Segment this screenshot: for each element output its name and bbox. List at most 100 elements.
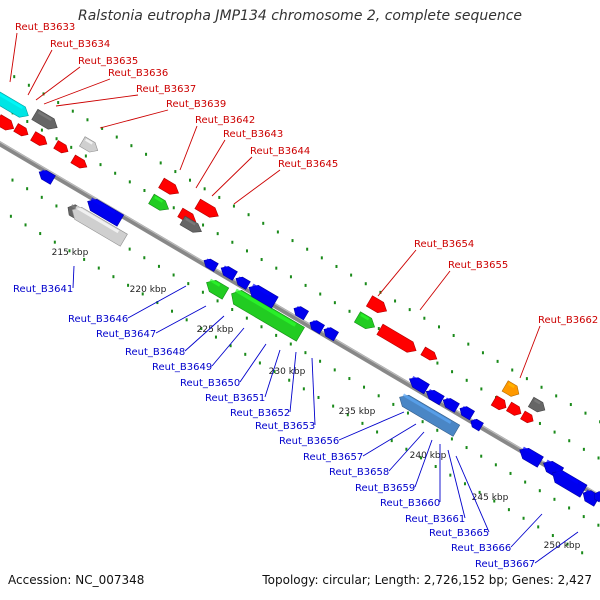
guide-dot — [99, 163, 102, 167]
leader-line — [519, 325, 541, 379]
tick-label: 250 kbp — [544, 541, 581, 551]
guide-dot — [480, 387, 483, 391]
guide-dot — [361, 421, 364, 425]
guide-dot — [289, 275, 292, 279]
gene-forward-red — [0, 114, 15, 131]
guide-dot — [406, 411, 409, 415]
gene-reverse-blue — [293, 306, 309, 321]
guide-dot — [582, 447, 585, 451]
guide-dot — [273, 370, 276, 374]
gene-reverse-steel_blue — [399, 393, 461, 437]
gene-label-forward: Reut_B3639 — [166, 99, 226, 110]
gene-reverse-blue — [248, 283, 279, 309]
guide-dot — [463, 482, 466, 486]
leader-line — [362, 423, 417, 457]
guide-dot — [27, 83, 30, 87]
gene-reverse-blue — [323, 327, 339, 342]
gene-forward-gray — [31, 108, 58, 130]
guide-dot — [40, 195, 43, 199]
guide-dot — [481, 351, 484, 355]
guide-dot — [348, 309, 351, 313]
gene-forward-green — [353, 311, 376, 330]
guide-dot — [332, 404, 335, 408]
guide-dot — [333, 301, 336, 305]
guide-dot — [566, 542, 569, 546]
guide-dot — [260, 325, 263, 329]
gene-label-forward: Reut_B3636 — [108, 68, 168, 79]
guide-dot — [55, 204, 58, 208]
guide-dot — [377, 394, 380, 398]
guide-dot — [465, 446, 468, 450]
guide-dot — [538, 421, 541, 425]
tick-label: 245 kbp — [472, 493, 509, 503]
gene-forward-red — [506, 401, 522, 416]
guide-dot — [421, 420, 424, 424]
gene-reverse-light_gray — [71, 205, 128, 247]
guide-dot — [86, 118, 89, 122]
guide-dot — [24, 223, 27, 227]
gene-label-forward: Reut_B3637 — [136, 84, 196, 95]
gene-label-forward: Reut_B3644 — [250, 146, 310, 157]
guide-dot — [127, 283, 130, 287]
backbone-highlight — [0, 141, 600, 496]
tick-label: 230 kbp — [269, 367, 306, 377]
guide-dot — [112, 275, 115, 279]
guide-dot — [597, 523, 600, 527]
guide-dot — [346, 413, 349, 417]
guide-dot — [13, 75, 16, 79]
tick-label: 235 kbp — [339, 407, 376, 417]
gene-label-reverse: Reut_B3666 — [451, 543, 511, 554]
gene-label-forward: Reut_B3643 — [223, 129, 283, 140]
gene-forward-red — [158, 177, 180, 195]
tick-label: 225 kbp — [197, 325, 234, 335]
leader-line — [184, 315, 225, 352]
gene-reverse-blue — [459, 406, 475, 421]
guide-dot — [229, 344, 232, 348]
guide-dot — [159, 161, 162, 165]
gene-reverse-blue — [38, 169, 56, 185]
guide-dot — [172, 206, 175, 210]
guide-dot — [306, 247, 309, 251]
gene-forward-red — [30, 131, 48, 146]
guide-dot — [582, 515, 585, 519]
leader-line — [311, 357, 316, 426]
guide-dot — [568, 506, 571, 510]
guide-dot — [452, 333, 455, 337]
guide-dot — [348, 377, 351, 381]
guide-dot — [275, 333, 278, 337]
gene-label-reverse: Reut_B3661 — [405, 514, 465, 525]
guide-dot — [537, 525, 540, 529]
leader-line — [233, 169, 281, 205]
guide-dot — [319, 359, 322, 363]
guide-dot — [128, 180, 131, 184]
gene-forward-green — [148, 193, 170, 211]
leader-line — [9, 32, 18, 83]
gene-label-reverse: Reut_B3651 — [205, 393, 265, 404]
guide-dot — [143, 256, 146, 260]
guide-dot — [83, 257, 86, 261]
leader-line — [534, 531, 579, 564]
guide-dot — [568, 439, 571, 443]
gene-label-forward: Reut_B3635 — [78, 56, 138, 67]
gene-forward-red — [53, 140, 69, 154]
guide-dot — [434, 464, 437, 468]
guide-dot — [364, 282, 367, 286]
tick-label: 220 kbp — [130, 285, 167, 295]
leader-line — [388, 431, 425, 472]
guide-dot — [260, 258, 263, 262]
gene-reverse-blue — [235, 276, 251, 290]
guide-dot — [408, 308, 411, 312]
guide-dot — [114, 171, 117, 175]
guide-dot — [202, 223, 205, 227]
gene-label-forward: Reut_B3655 — [448, 260, 508, 271]
tick-label: 215 kbp — [52, 248, 89, 258]
guide-dot — [320, 256, 323, 260]
gene-forward-orange — [501, 380, 520, 397]
gene-label-forward: Reut_B3645 — [278, 159, 338, 170]
gene-label-reverse: Reut_B3649 — [152, 362, 212, 373]
gene-label-reverse: Reut_B3646 — [68, 314, 128, 325]
gene-label-reverse: Reut_B3647 — [96, 329, 156, 340]
gene-reverse-blue — [309, 320, 325, 335]
guide-dot — [449, 473, 452, 477]
